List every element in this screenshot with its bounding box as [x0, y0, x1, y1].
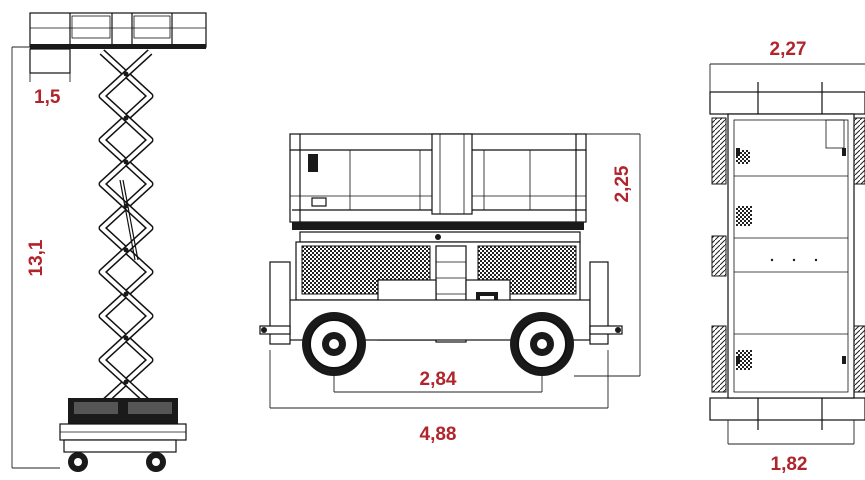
front-wheel-right [510, 312, 574, 376]
side-platform [29, 12, 207, 74]
front-wheel-left [302, 312, 366, 376]
top-rail-front [709, 91, 865, 115]
side-scissor-stack [98, 49, 154, 451]
front-stowed-height-label: 2,25 [612, 165, 633, 202]
front-wheelbase-label: 2,84 [420, 369, 457, 390]
top-platform-width-label: 2,27 [770, 39, 807, 60]
side-max-height-label: 13,1 [26, 239, 47, 276]
front-platform [289, 133, 587, 230]
top-overall-width-label: 1,82 [771, 454, 808, 475]
top-view: 2,27 1,82 [709, 39, 865, 475]
top-rail-rear [709, 397, 865, 421]
front-dimension-lines [269, 133, 641, 409]
front-view: 2,25 2,84 4,88 [259, 133, 641, 445]
top-dimension-lines [709, 63, 865, 445]
front-scissor-stowed [299, 231, 581, 243]
top-deck [727, 113, 855, 399]
front-overall-length-label: 4,88 [420, 424, 457, 445]
side-platform-extension-label: 1,5 [34, 87, 61, 108]
side-view: 1,5 13,1 [11, 12, 207, 472]
side-dimension-lines [11, 46, 71, 469]
side-chassis [59, 398, 187, 472]
